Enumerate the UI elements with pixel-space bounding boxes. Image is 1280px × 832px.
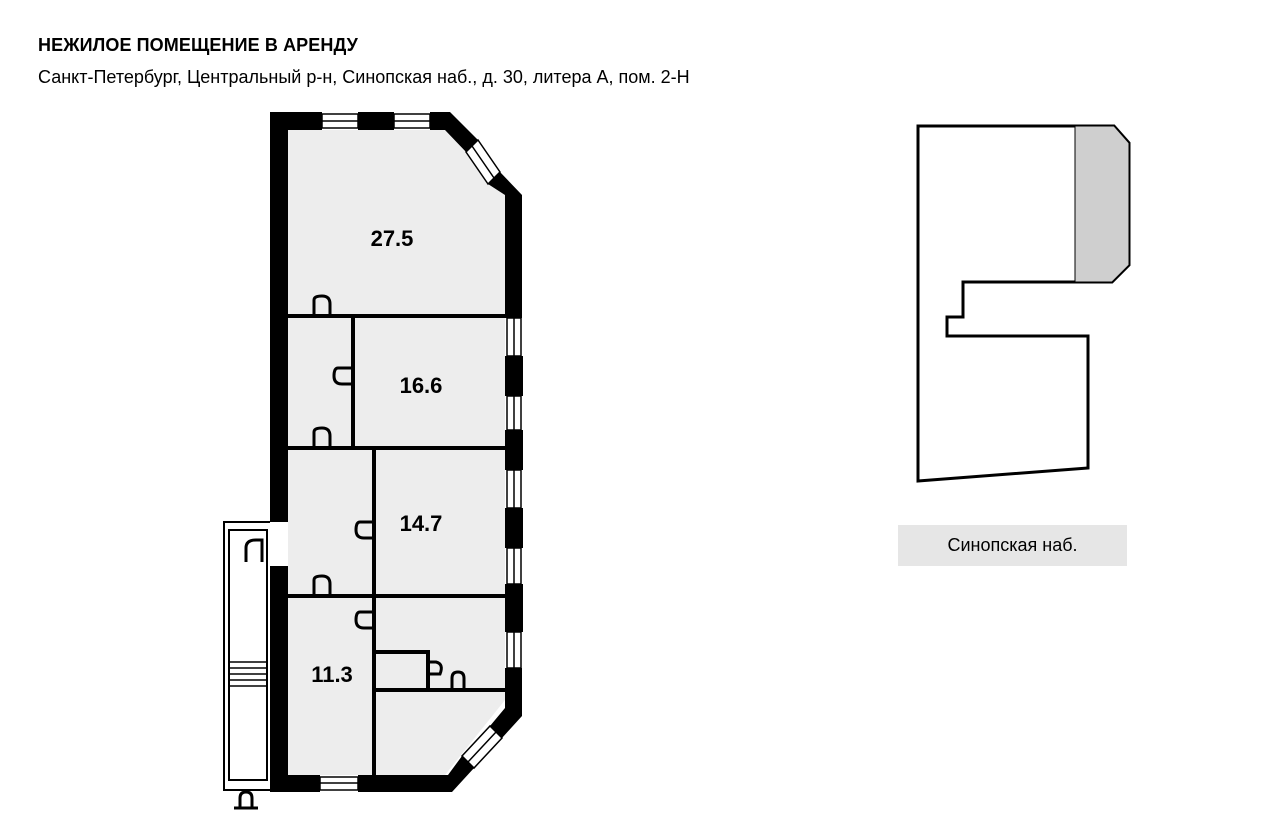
street-label: Синопская наб. bbox=[898, 525, 1127, 566]
stair-outline bbox=[223, 521, 270, 791]
door-7 bbox=[428, 660, 443, 676]
right-wall-seg-3 bbox=[505, 430, 523, 470]
external-stair bbox=[223, 521, 270, 810]
right-wall-top bbox=[488, 172, 522, 318]
premises-highlight bbox=[1074, 125, 1130, 283]
right-wall-bottom bbox=[490, 668, 522, 738]
room-fills bbox=[288, 130, 505, 775]
top-wall-seg-1 bbox=[270, 112, 322, 130]
door-6 bbox=[354, 610, 374, 630]
entrance-gap bbox=[270, 522, 288, 566]
room-2-area-label: 16.6 bbox=[400, 373, 443, 398]
door-4 bbox=[354, 520, 374, 540]
door-3 bbox=[312, 426, 332, 448]
stair-inner bbox=[228, 529, 268, 781]
room-4-area-label: 11.3 bbox=[311, 662, 353, 687]
room-1-fill bbox=[288, 130, 505, 314]
windows bbox=[319, 113, 522, 791]
right-wall-seg-5 bbox=[505, 584, 523, 632]
room-3-fill bbox=[288, 450, 505, 594]
entrance-door bbox=[244, 538, 264, 562]
room-1-area-label: 27.5 bbox=[371, 226, 414, 251]
door-5 bbox=[312, 574, 332, 596]
address-subtitle: Санкт-Петербург, Центральный р-н, Синопс… bbox=[38, 67, 690, 87]
left-wall bbox=[270, 112, 288, 792]
right-wall-seg-4 bbox=[505, 508, 523, 548]
bottom-wall-corner bbox=[358, 756, 474, 792]
door-8 bbox=[450, 670, 466, 690]
top-wall-seg-2 bbox=[358, 112, 394, 130]
door-2 bbox=[332, 366, 353, 386]
bottom-wall-seg-1 bbox=[270, 775, 320, 792]
outer-walls bbox=[270, 112, 523, 792]
wall-wc-1 bbox=[374, 650, 430, 688]
room-3-area-label: 14.7 bbox=[400, 511, 443, 536]
door-1 bbox=[312, 294, 332, 316]
stair-door bbox=[238, 790, 254, 810]
right-wall-seg-2 bbox=[505, 356, 523, 396]
page-title: НЕЖИЛОЕ ПОМЕЩЕНИЕ В АРЕНДУ bbox=[38, 35, 358, 55]
doors bbox=[312, 294, 466, 690]
site-plan bbox=[916, 124, 1131, 483]
room-4-fill bbox=[288, 598, 505, 775]
top-wall-corner bbox=[430, 112, 478, 152]
room-2-fill bbox=[288, 318, 505, 446]
